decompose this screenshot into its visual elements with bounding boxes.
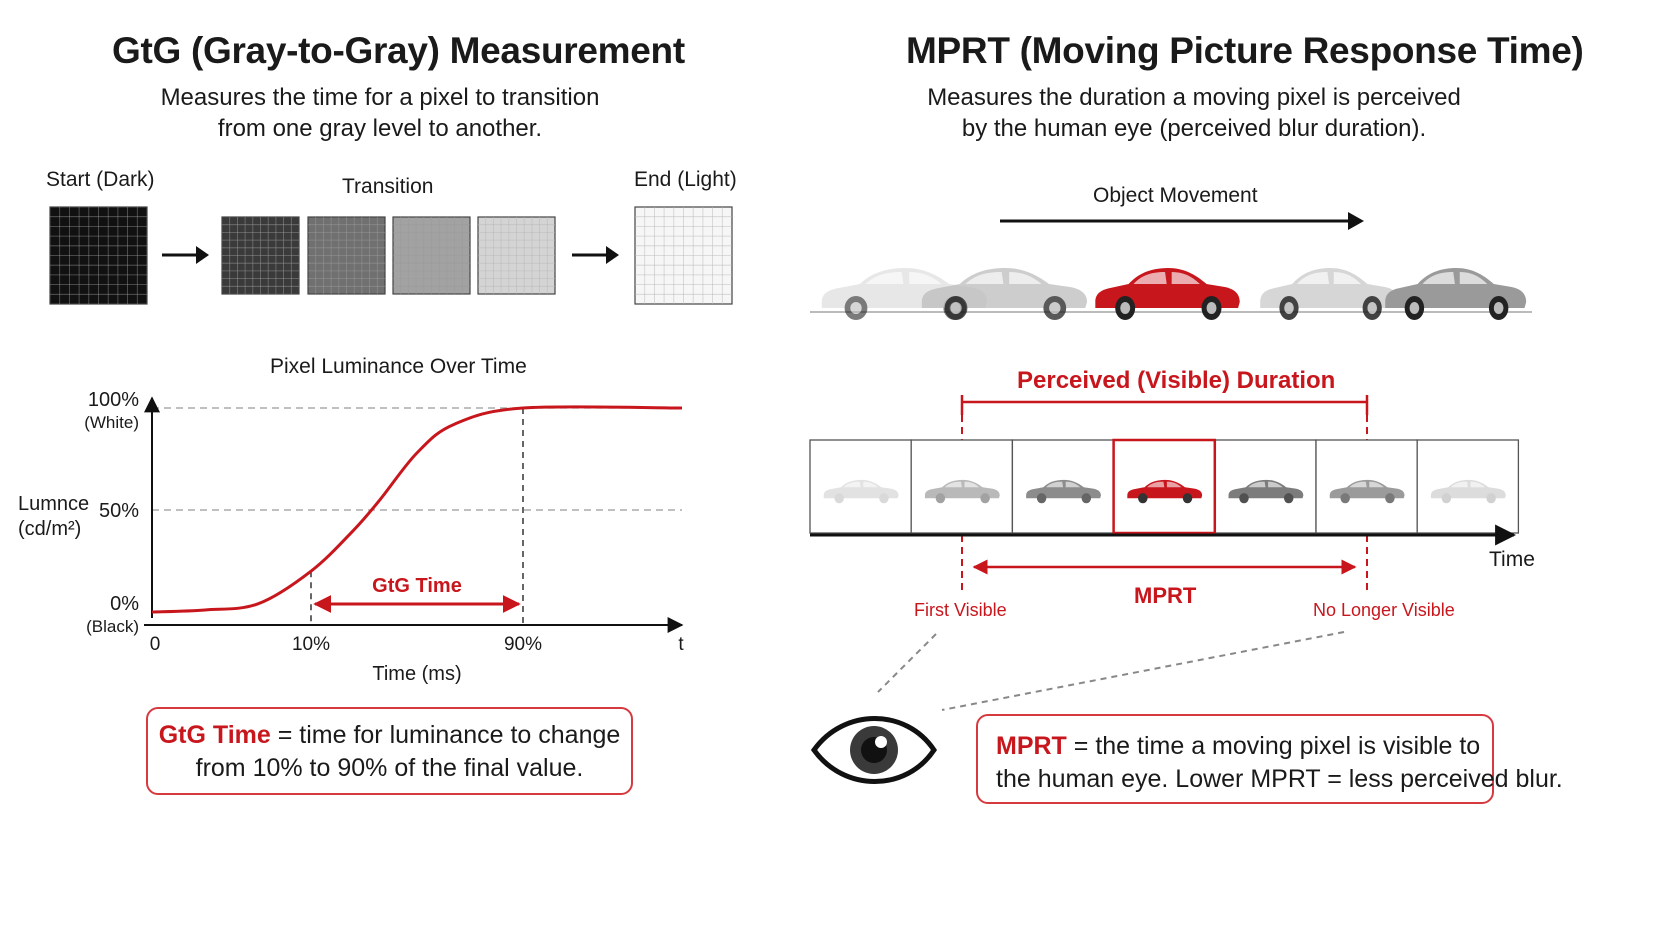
y-tick-label: 0% bbox=[110, 593, 139, 615]
y-tick-sublabel: (White) bbox=[84, 413, 139, 432]
gray-level-swatch bbox=[307, 216, 386, 295]
timeline-frame bbox=[1315, 439, 1418, 534]
arrow-right-icon bbox=[572, 246, 619, 264]
timeline-frame bbox=[1416, 439, 1520, 534]
timeline-frame bbox=[1011, 439, 1115, 534]
gtg-title: GtG (Gray-to-Gray) Measurement bbox=[112, 30, 685, 71]
gtg-callout-term: GtG Time bbox=[158, 721, 271, 749]
eye-connectors bbox=[810, 631, 1345, 784]
mprt-title: MPRT (Moving Picture Response Time) bbox=[906, 30, 1584, 71]
mprt-callout-line-2: the human eye. Lower MPRT = less perceiv… bbox=[996, 765, 1563, 793]
mprt-subtitle: Measures the duration a moving pixel is … bbox=[900, 82, 1488, 144]
gray-level-swatch bbox=[49, 206, 148, 305]
mprt-subtitle-line-1: Measures the duration a moving pixel is … bbox=[927, 84, 1461, 111]
gray-level-swatch bbox=[392, 216, 471, 295]
motion-blur-scene bbox=[810, 212, 1532, 320]
gtg-callout-text: = time for luminance to change bbox=[270, 721, 621, 749]
x-tick-label: 0 bbox=[150, 634, 161, 655]
y-tick-label: 100% bbox=[88, 389, 139, 411]
timeline-frame bbox=[809, 439, 912, 534]
eye-connector-line bbox=[941, 631, 1345, 711]
no-longer-visible-label: No Longer Visible bbox=[1313, 600, 1455, 620]
mprt-span-label: MPRT bbox=[1134, 583, 1197, 608]
arrow-right-icon bbox=[1348, 212, 1364, 230]
mprt-callout-text: = the time a moving pixel is visible to bbox=[1066, 732, 1481, 760]
x-tick-label: 10% bbox=[292, 634, 330, 655]
mprt-definition-callout: MPRT = the time a moving pixel is visibl… bbox=[976, 714, 1563, 804]
eye-connector-line bbox=[877, 633, 937, 693]
gray-level-swatch bbox=[477, 216, 556, 295]
y-axis-label-line-2: (cd/m²) bbox=[18, 518, 81, 540]
timeline-frame bbox=[910, 439, 1014, 534]
gtg-time-annotation: GtG Time bbox=[372, 575, 462, 597]
mprt-timeline bbox=[809, 395, 1520, 595]
y-tick-label: 50% bbox=[99, 500, 139, 522]
mprt-callout-term: MPRT bbox=[996, 732, 1067, 760]
luminance-chart-title: Pixel Luminance Over Time bbox=[270, 355, 527, 378]
end-light-label: End (Light) bbox=[634, 168, 737, 191]
highlighted-frame-border bbox=[1112, 438, 1217, 535]
gtg-swatch-strip bbox=[49, 206, 733, 305]
gtg-subtitle: Measures the time for a pixel to transit… bbox=[140, 82, 620, 144]
time-axis-label: Time bbox=[1489, 548, 1535, 571]
mprt-subtitle-line-2: by the human eye (perceived blur duratio… bbox=[961, 115, 1427, 142]
x-tick-label: 90% bbox=[504, 634, 542, 655]
luminance-chart: GtG Time 0 10% 90% t 100% (White) 50% 0% (Black)… bbox=[18, 389, 684, 685]
start-dark-label: Start (Dark) bbox=[46, 168, 155, 191]
gtg-subtitle-line-1: Measures the time for a pixel to transit… bbox=[160, 84, 600, 111]
transition-label: Transition bbox=[342, 175, 434, 198]
eye-icon bbox=[810, 716, 938, 784]
gtg-definition-callout: GtG Time = time for luminance to change … bbox=[146, 707, 633, 795]
timeline-frame bbox=[1214, 439, 1317, 534]
perceived-duration-label: Perceived (Visible) Duration bbox=[1017, 367, 1336, 394]
timeline-frame bbox=[1112, 439, 1216, 534]
x-axis-label: Time (ms) bbox=[372, 663, 461, 685]
x-tick-label: t bbox=[678, 634, 684, 655]
gray-level-swatch bbox=[221, 216, 300, 295]
y-tick-sublabel: (Black) bbox=[86, 617, 139, 636]
gtg-callout-line-2: from 10% to 90% of the final value. bbox=[195, 754, 584, 782]
gray-level-swatch bbox=[634, 206, 733, 305]
gtg-subtitle-line-2: from one gray level to another. bbox=[217, 115, 543, 142]
arrow-right-icon bbox=[162, 246, 209, 264]
object-movement-label: Object Movement bbox=[1093, 184, 1258, 207]
luminance-curve bbox=[151, 405, 683, 614]
first-visible-label: First Visible bbox=[914, 600, 1007, 620]
y-axis-label-line-1: Lumnce bbox=[18, 493, 89, 515]
